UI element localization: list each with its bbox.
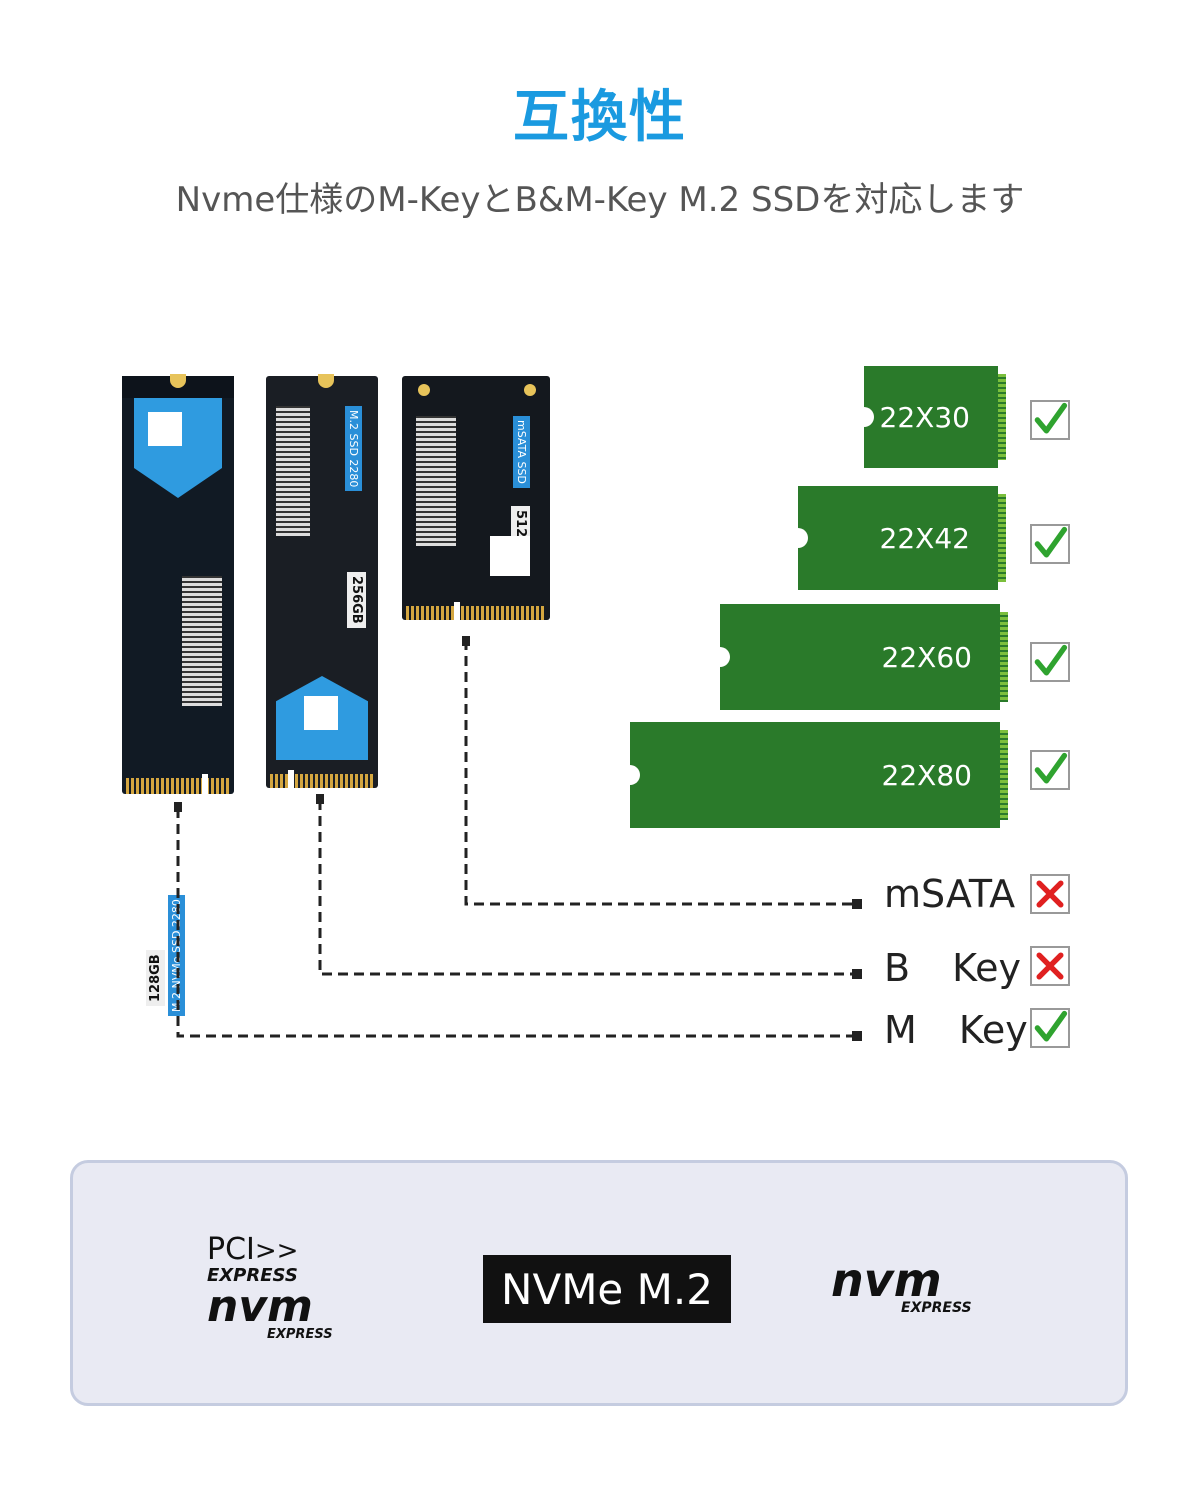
key-label-msata: mSATA [884,872,1016,916]
check-icon-22x42 [1030,524,1070,564]
nvm-express-logo: nvm EXPRESS [831,1253,972,1316]
check-icon-22x60 [1030,642,1070,682]
connector-msata-start [462,636,470,646]
page-subtitle: Nvme仕様のM-KeyとB&M-Key M.2 SSDを対応します [175,180,1025,220]
size-label-22x30: 22X30 [879,400,970,434]
logo-panel: PCI>> EXPRESS nvm EXPRESS NVMe M.2 nvm E… [70,1160,1128,1406]
ssd-m2-nvme: M.2 NVMe SSD 2280 128GB [122,374,234,1016]
ssd-m2-sata: M.2 SSD 2280 256GB [266,374,378,788]
page-title: 互換性 [513,85,687,150]
size-label-22x60: 22X60 [881,640,972,674]
nvme-m2-logo-text: NVMe M.2 [501,1264,713,1314]
size-board-22x42: 22X42 [788,486,1006,590]
check-icon-22x30 [1030,400,1070,440]
connector-msata [464,640,858,906]
ssd-msata: mSATA SSD 512GB [402,376,550,620]
connector-b-key [318,800,858,976]
check-icon-m-key [1030,1008,1070,1048]
connector-m-key-end [852,1031,862,1041]
size-label-22x42: 22X42 [879,521,970,555]
connector-b-key-end [852,969,862,979]
size-board-22x60: 22X60 [710,604,1008,710]
connector-m-key [176,808,858,1038]
check-icon-22x80 [1030,750,1070,790]
pcie-nvm-logo: PCI>> EXPRESS nvm EXPRESS [207,1232,333,1342]
nvme-m2-logo: NVMe M.2 [483,1255,731,1323]
connector-msata-end [852,899,862,909]
key-label-b-key: B Key [884,946,1022,990]
size-label-22x80: 22X80 [881,758,972,792]
size-board-22x80: 22X80 [620,722,1008,828]
key-label-m-key: M Key [884,1008,1028,1052]
size-board-22x30: 22X30 [854,366,1006,468]
cross-icon-b-key [1030,946,1070,986]
connector-m-key-start [174,802,182,812]
connector-b-key-start [316,794,324,804]
cross-icon-msata [1030,874,1070,914]
